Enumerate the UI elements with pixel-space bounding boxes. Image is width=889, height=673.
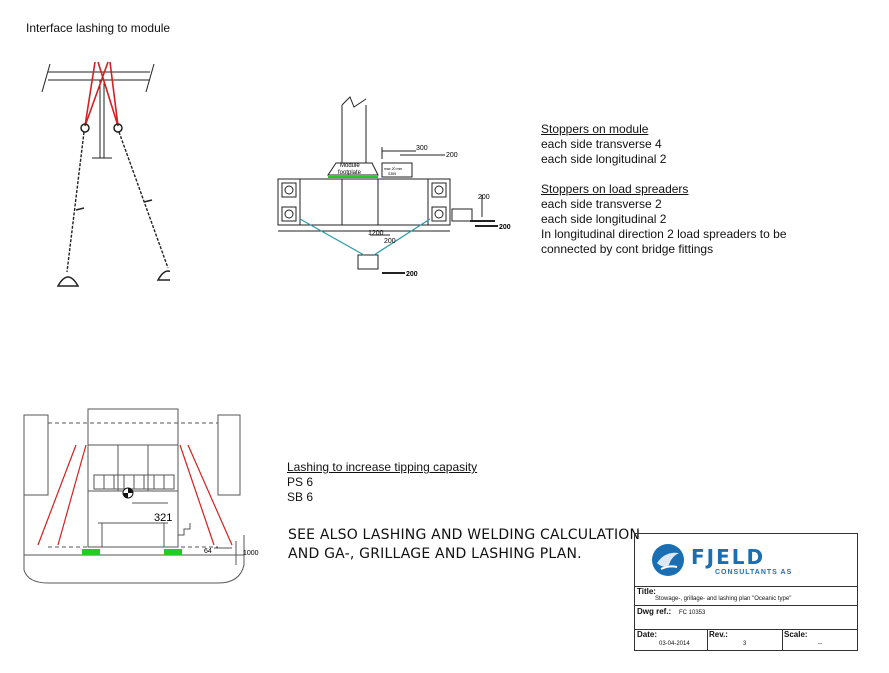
dim-200-right-b: 200 [499, 224, 511, 231]
dim-321: 321 [154, 512, 172, 524]
stoppers-spreaders-line: In longitudinal direction 2 load spreade… [541, 227, 787, 241]
deck-fitting-left-icon [56, 276, 80, 287]
plate-label-1: max 20 mm [384, 167, 402, 171]
title-block: FJELD CONSULTANTS AS Title: Stowage-, gr… [634, 533, 858, 651]
dim-300: 300 [416, 145, 428, 152]
load-spreader-left [82, 549, 100, 555]
date-value: 03-04-2014 [659, 641, 690, 647]
plate-label-2: S355 [388, 172, 396, 176]
ship-section-drawing: 321 64 1000 [23, 408, 259, 584]
module-beam [41, 63, 155, 159]
red-lashings [84, 61, 119, 127]
see-also-note: SEE ALSO LASHING AND WELDING CALCULATION… [288, 526, 640, 564]
stoppers-spreaders-heading: Stoppers on load spreaders [541, 182, 689, 196]
dwg-value: FC 10353 [679, 610, 706, 616]
meta-row: Date: 03-04-2014 Rev.: 3 Scale: -- [635, 629, 857, 650]
shackle-right-icon [113, 123, 123, 133]
rev-value: 3 [743, 641, 747, 647]
title-value: Stowage-, grillage- and lashing plan "Oc… [655, 596, 792, 602]
dwg-row: Dwg ref.: FC 10353 [635, 605, 857, 630]
fjeld-logo-icon [652, 544, 684, 576]
lashing-tipping-heading: Lashing to increase tipping capasity [287, 460, 478, 474]
title-row: Title: Stowage-, grillage- and lashing p… [635, 586, 857, 606]
chain-lines [66, 131, 169, 273]
stoppers-spreaders-note: Stoppers on load spreaders each side tra… [541, 182, 787, 257]
lashing-tipping-line: PS 6 [287, 475, 314, 489]
stoppers-module-line: each side transverse 4 [541, 137, 662, 151]
dim-200-right-a: 200 [478, 194, 490, 201]
footplate-detail-drawing: Module footplate max 20 mm S355 300 200 … [277, 96, 511, 278]
rev-label: Rev.: [709, 630, 728, 639]
load-spreader-right [164, 549, 182, 555]
lashing-detail-drawing [41, 61, 170, 287]
dwg-label: Dwg ref.: [637, 607, 672, 616]
stoppers-module-line: each side longitudinal 2 [541, 152, 667, 166]
scale-value: -- [818, 641, 822, 647]
logo-area: FJELD CONSULTANTS AS [635, 534, 857, 587]
stoppers-spreaders-line: each side transverse 2 [541, 197, 662, 211]
scale-label: Scale: [784, 630, 808, 639]
dim-200-top: 200 [446, 152, 458, 159]
see-also-line: SEE ALSO LASHING AND WELDING CALCULATION [288, 527, 641, 543]
stoppers-module-note: Stoppers on module each side transverse … [541, 122, 666, 167]
dim-200-bottom: 200 [406, 271, 418, 278]
logo-name: FJELD [691, 545, 766, 569]
date-label: Date: [637, 630, 658, 639]
lashing-tipping-note: Lashing to increase tipping capasity PS … [287, 460, 477, 505]
lashing-view-title: Interface lashing to module [26, 21, 171, 35]
lashing-tipping-line: SB 6 [287, 490, 314, 504]
shackle-left-icon [80, 123, 90, 133]
deck-fitting-right-icon [156, 270, 170, 281]
logo-sub: CONSULTANTS AS [715, 569, 793, 576]
see-also-line: AND GA-, GRILLAGE AND LASHING PLAN. [288, 546, 582, 562]
footplate-label-2: footplate [338, 170, 362, 176]
footplate-label-1: Module [340, 163, 360, 169]
dim-1000: 1000 [243, 550, 259, 557]
dim-1200: 1200 [368, 230, 384, 237]
stoppers-spreaders-line: connected by cont bridge fittings [541, 242, 714, 256]
dim-200-mid: 200 [384, 238, 396, 245]
stoppers-spreaders-line: each side longitudinal 2 [541, 212, 667, 226]
dim-64: 64 [204, 548, 212, 555]
title-label: Title: [637, 587, 656, 596]
stoppers-module-heading: Stoppers on module [541, 122, 649, 136]
